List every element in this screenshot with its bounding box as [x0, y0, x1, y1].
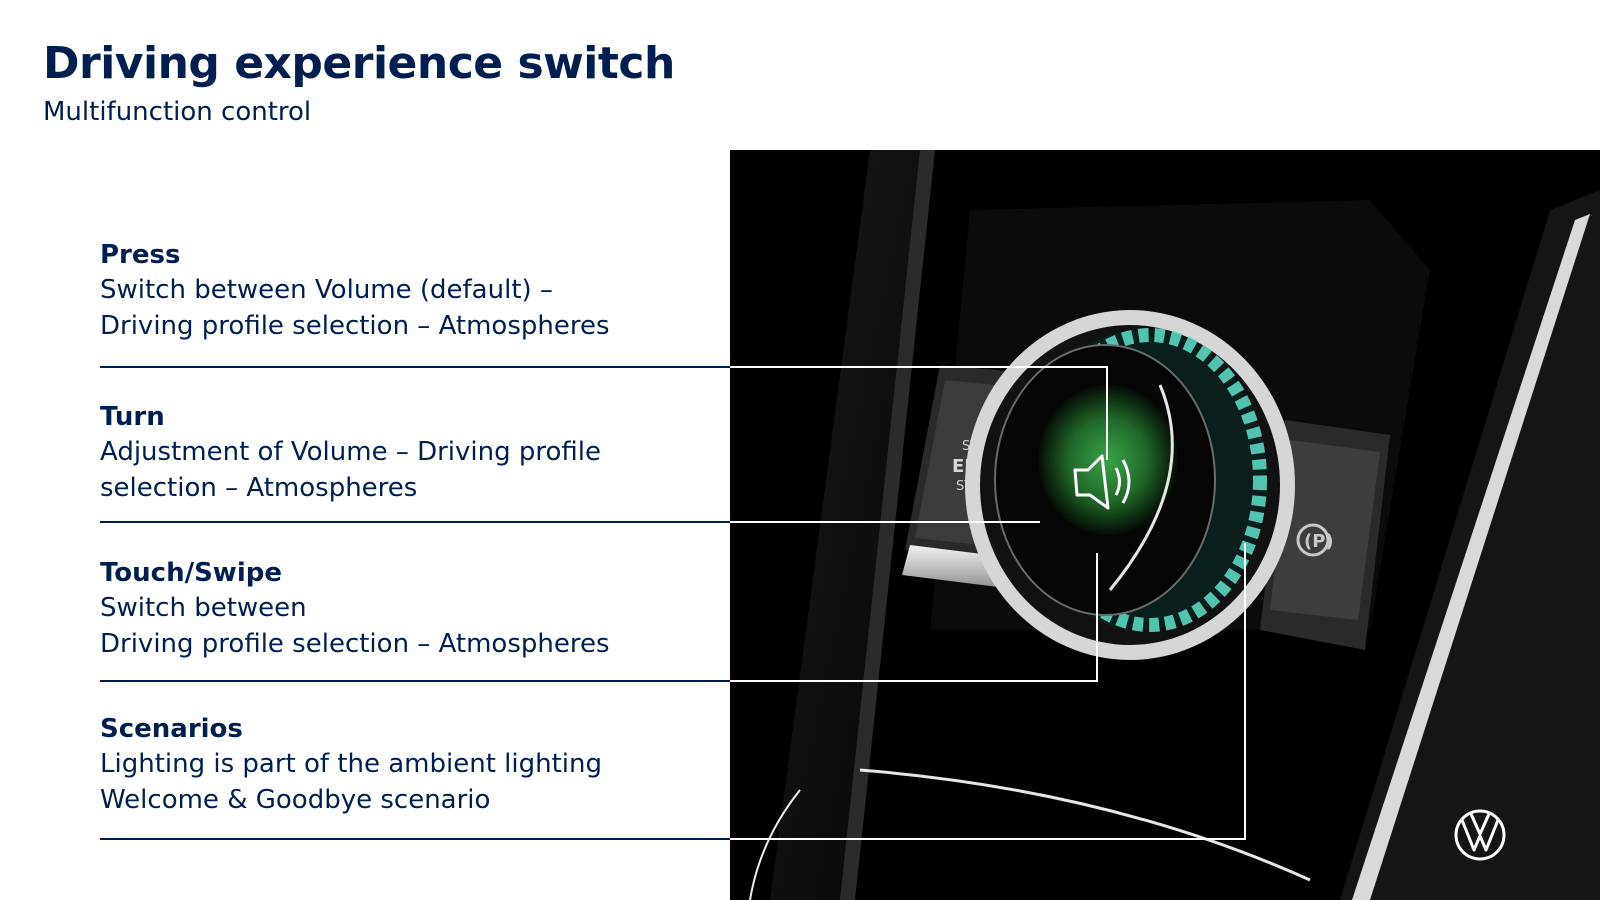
console-photo: START ENGINE STOP (P) — [730, 150, 1600, 900]
feature-heading: Press — [100, 240, 181, 270]
parking-brake-symbol: (P) — [1304, 531, 1334, 552]
feature-description-line: Welcome & Goodbye scenario — [100, 785, 491, 815]
feature-description-line: Adjustment of Volume – Driving profile — [100, 437, 602, 467]
feature-touch-swipe: Touch/Swipe Switch between Driving profi… — [100, 556, 660, 662]
feature-description-line: Lighting is part of the ambient lighting — [100, 749, 602, 779]
feature-scenarios: Scenarios Lighting is part of the ambien… — [100, 712, 660, 818]
parking-brake-icon: (P) — [1296, 523, 1334, 557]
speaker-volume-icon — [1073, 454, 1131, 510]
vw-logo-icon — [1454, 809, 1506, 861]
feature-heading: Scenarios — [100, 714, 243, 744]
feature-description-line: Driving profile selection – Atmospheres — [100, 311, 610, 341]
feature-heading: Touch/Swipe — [100, 558, 282, 588]
console-illustration: START ENGINE STOP (P) — [730, 150, 1600, 900]
feature-description-line: Driving profile selection – Atmospheres — [100, 629, 610, 659]
feature-turn: Turn Adjustment of Volume – Driving prof… — [100, 400, 660, 506]
feature-description-line: selection – Atmospheres — [100, 473, 418, 503]
feature-heading: Turn — [100, 402, 165, 432]
feature-description-line: Switch between — [100, 593, 307, 623]
feature-description-line: Switch between Volume (default) – — [100, 275, 553, 305]
feature-press: Press Switch between Volume (default) – … — [100, 238, 660, 344]
page-subtitle: Multifunction control — [43, 97, 312, 127]
page-title: Driving experience switch — [43, 38, 675, 89]
